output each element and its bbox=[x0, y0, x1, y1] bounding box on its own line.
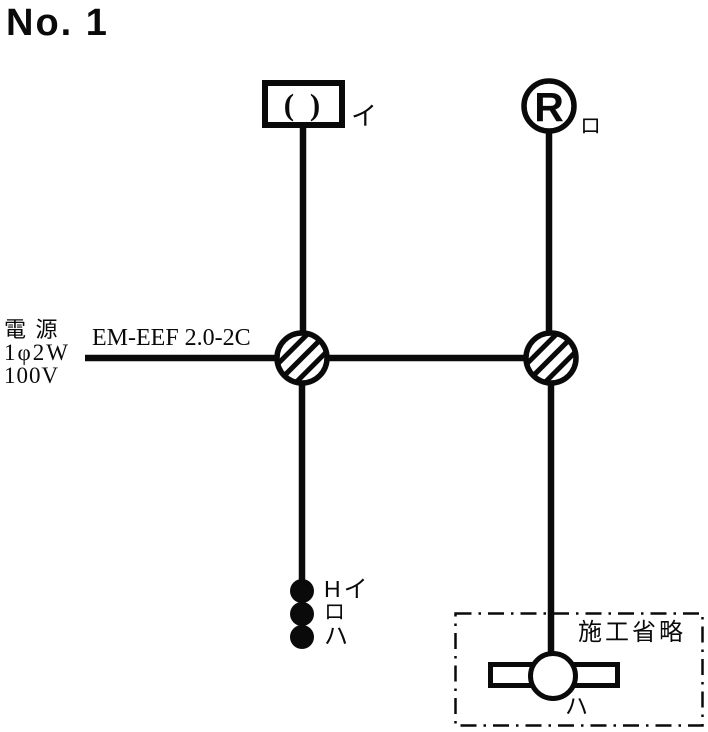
junction-box-left-icon bbox=[274, 330, 330, 386]
omission-area-label: 施工省略 bbox=[578, 620, 686, 646]
page-title: No. 1 bbox=[6, 2, 109, 44]
power-source-label-line1: 電 源 bbox=[4, 317, 60, 342]
switch-dot-i bbox=[290, 579, 314, 603]
fluorescent-light-icon bbox=[488, 651, 620, 701]
switch-label-row-2: ロ bbox=[324, 601, 345, 623]
switch-circuit-label: イ bbox=[343, 577, 368, 603]
switch-dot-ro bbox=[290, 602, 314, 626]
circuit-label-ceiling-light: イ bbox=[351, 102, 378, 131]
power-source-label-line3: 100V bbox=[4, 363, 60, 388]
switch-dots-icon bbox=[290, 579, 314, 649]
switch-prefix-h: H bbox=[324, 576, 341, 602]
switch-circuit-label: ハ bbox=[324, 624, 348, 650]
omission-area-box bbox=[454, 612, 704, 727]
junction-box-right-icon bbox=[523, 330, 579, 386]
power-source-label-line2: 1φ2W bbox=[4, 340, 70, 365]
ceiling-light-icon: ( ) bbox=[262, 80, 345, 128]
cable-type-label: EM-EEF 2.0-2C bbox=[92, 325, 251, 351]
circuit-label-lamp-receptacle: ロ bbox=[580, 114, 601, 138]
lamp-receptacle-icon: R bbox=[521, 78, 577, 134]
lamp-receptacle-symbol-text: R bbox=[534, 84, 564, 130]
switch-circuit-label: ロ bbox=[324, 600, 345, 624]
switch-dot-ha bbox=[290, 625, 314, 649]
ceiling-light-symbol-text: ( ) bbox=[284, 87, 324, 122]
switch-label-row-3: ハ bbox=[324, 624, 348, 650]
circuit-label-fluorescent-light: ハ bbox=[565, 694, 588, 719]
